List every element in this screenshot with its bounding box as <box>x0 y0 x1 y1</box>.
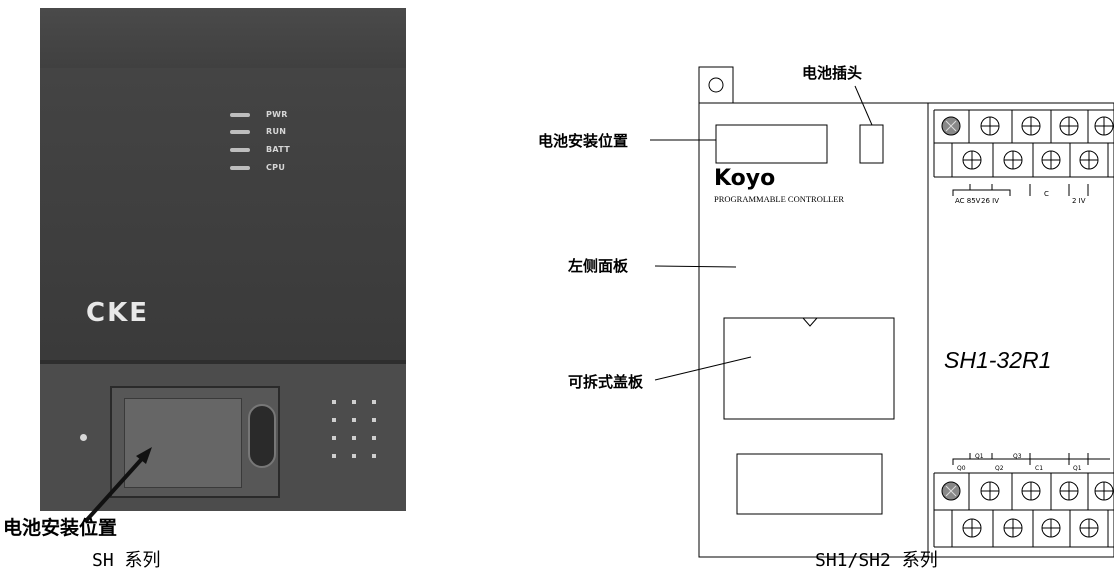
model-number: SH1-32R1 <box>944 347 1051 373</box>
label-battery-position: 电池安装位置 <box>538 132 628 150</box>
led-run: RUN <box>230 127 286 136</box>
terminal-screws-top <box>941 116 1114 170</box>
terminal-label-q0: Q0 <box>957 465 966 472</box>
led-label: RUN <box>266 127 287 136</box>
led-indicator <box>230 112 250 117</box>
led-indicator <box>230 165 250 170</box>
led-label: BATT <box>266 145 290 154</box>
terminal-label-c1: C1 <box>1035 465 1043 472</box>
led-label: PWR <box>266 110 288 119</box>
label-left-panel: 左侧面板 <box>567 257 629 275</box>
led-indicator <box>230 129 250 134</box>
terminal-label-c: C <box>1044 190 1049 198</box>
photo-callout-label: 电池安装位置 <box>3 517 118 539</box>
sh1-sh2-series-caption: SH1/SH2 系列 <box>815 550 938 571</box>
label-removable-cover: 可拆式盖板 <box>568 373 644 391</box>
sh-series-caption: SH 系列 <box>92 550 161 571</box>
mounting-hole <box>80 434 87 441</box>
terminal-label-2iv: 2 IV <box>1072 197 1086 205</box>
battery-slot <box>715 124 828 164</box>
photo-edge <box>40 360 406 364</box>
led-batt: BATT <box>230 145 290 154</box>
leader-removable-cover <box>654 356 752 381</box>
terminal-screws-bottom <box>941 481 1114 538</box>
label-battery-plug: 电池插头 <box>802 64 862 82</box>
battery-door-latch <box>248 404 276 468</box>
battery-plug <box>859 124 884 164</box>
lower-window <box>736 453 883 515</box>
photo-brand-logo: CKE <box>86 298 149 328</box>
koyo-brand: Koyo <box>714 166 775 191</box>
koyo-subtitle: PROGRAMMABLE CONTROLLER <box>714 194 844 204</box>
sh-series-photo: PWR RUN BATT CPU CKE <box>40 8 406 511</box>
terminal-label-q3: Q3 <box>1013 453 1022 460</box>
photo-top-band <box>40 8 406 68</box>
terminal-label-q2: Q2 <box>995 465 1004 472</box>
terminal-label-ac85v: AC 85V <box>955 197 981 205</box>
terminal-dots <box>330 398 390 460</box>
mounting-tab <box>698 66 734 104</box>
led-pwr: PWR <box>230 110 288 119</box>
led-cpu: CPU <box>230 163 285 172</box>
battery-door <box>110 386 280 498</box>
terminal-label-q1b: Q1 <box>1073 465 1082 472</box>
cover-notch <box>802 317 818 327</box>
terminal-label-q1: Q1 <box>975 453 984 460</box>
housing-outline <box>698 102 1114 558</box>
terminal-label-26iv: 26 IV <box>981 197 999 205</box>
led-label: CPU <box>266 163 286 172</box>
photo-face <box>40 68 406 362</box>
leader-left-panel <box>654 265 737 268</box>
leader-battery-plug <box>854 85 873 126</box>
led-indicator <box>230 147 250 152</box>
removable-cover <box>723 317 895 420</box>
mounting-tab-hole <box>708 77 724 93</box>
